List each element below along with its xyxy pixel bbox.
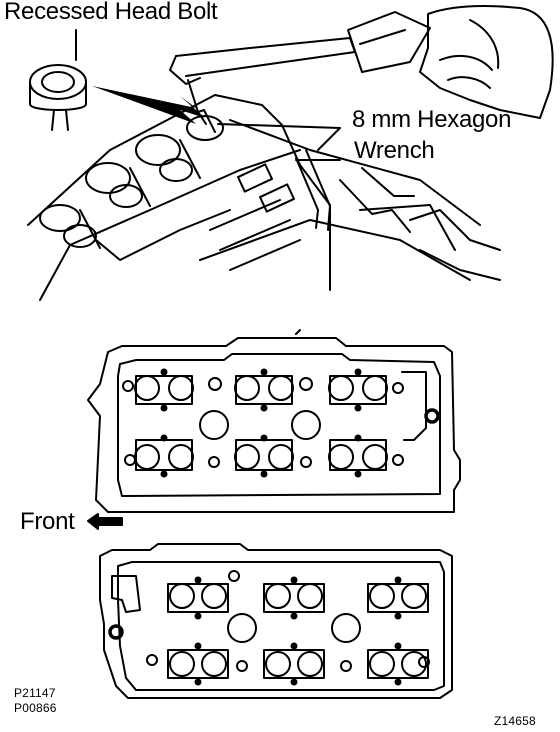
- hexagon-wrench: [169, 5, 554, 133]
- hexagon-wrench-label-line1: 8 mm Hexagon: [352, 106, 512, 133]
- front-arrow-icon: [87, 513, 123, 530]
- cylinder-head-lower: [99, 543, 453, 699]
- hexagon-wrench-label-line2: Wrench: [354, 137, 435, 164]
- recessed-bolt-icon: [29, 64, 87, 131]
- leader-line-wrench: [217, 123, 341, 151]
- front-label: Front: [20, 508, 75, 535]
- pointer-arrow: [92, 86, 205, 124]
- recessed-head-bolt-label: Recessed Head Bolt: [4, 0, 218, 25]
- engine-illustration: [27, 94, 501, 301]
- figure-code-p00866: P00866: [14, 701, 57, 715]
- figure-code-p21147: P21147: [14, 686, 56, 700]
- figure-code-z14658: Z14658: [494, 714, 536, 728]
- cylinder-head-upper: [87, 329, 461, 513]
